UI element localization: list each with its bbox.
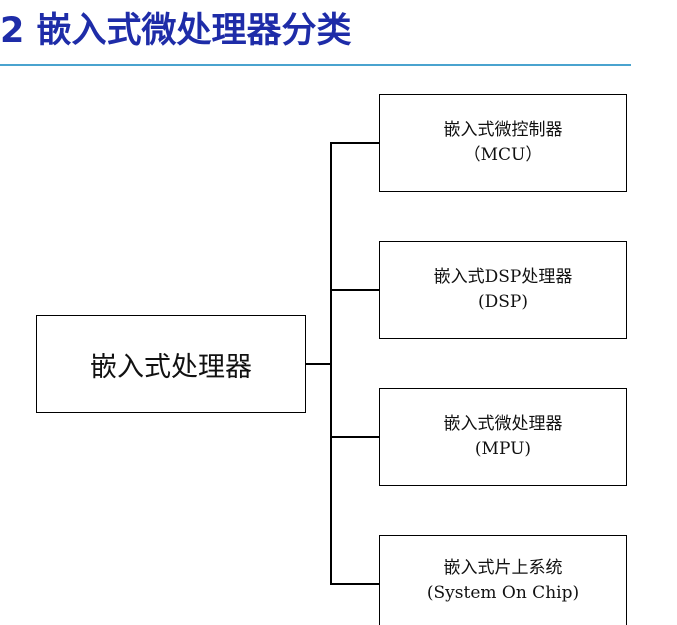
root-node-label: 嵌入式处理器: [90, 351, 252, 383]
child-node-dsp: 嵌入式DSP处理器 (DSP): [379, 241, 627, 339]
branch-line-soc: [330, 583, 380, 585]
child-node-name: 嵌入式DSP处理器: [433, 267, 573, 287]
branch-line-mcu: [330, 142, 380, 144]
root-node-box: 嵌入式处理器: [36, 315, 306, 413]
child-node-name: 嵌入式微控制器: [443, 120, 563, 140]
title-underline: [0, 64, 631, 66]
child-node-name: 嵌入式微处理器: [443, 414, 563, 434]
branch-line-dsp: [330, 289, 380, 291]
trunk-line: [330, 142, 332, 584]
child-node-abbr: (System On Chip): [426, 582, 580, 603]
root-connector-line: [306, 363, 331, 365]
child-node-abbr: (DSP): [478, 292, 528, 312]
branch-line-mpu: [330, 436, 380, 438]
child-node-abbr: (MPU): [474, 439, 532, 459]
child-node-name: 嵌入式片上系统: [443, 557, 563, 578]
child-node-abbr: （MCU）: [463, 145, 543, 165]
child-node-soc: 嵌入式片上系统 (System On Chip): [379, 535, 627, 625]
child-node-mpu: 嵌入式微处理器 (MPU): [379, 388, 627, 486]
child-node-mcu: 嵌入式微控制器 （MCU）: [379, 94, 627, 192]
page-title: 2 嵌入式微处理器分类: [0, 11, 352, 51]
